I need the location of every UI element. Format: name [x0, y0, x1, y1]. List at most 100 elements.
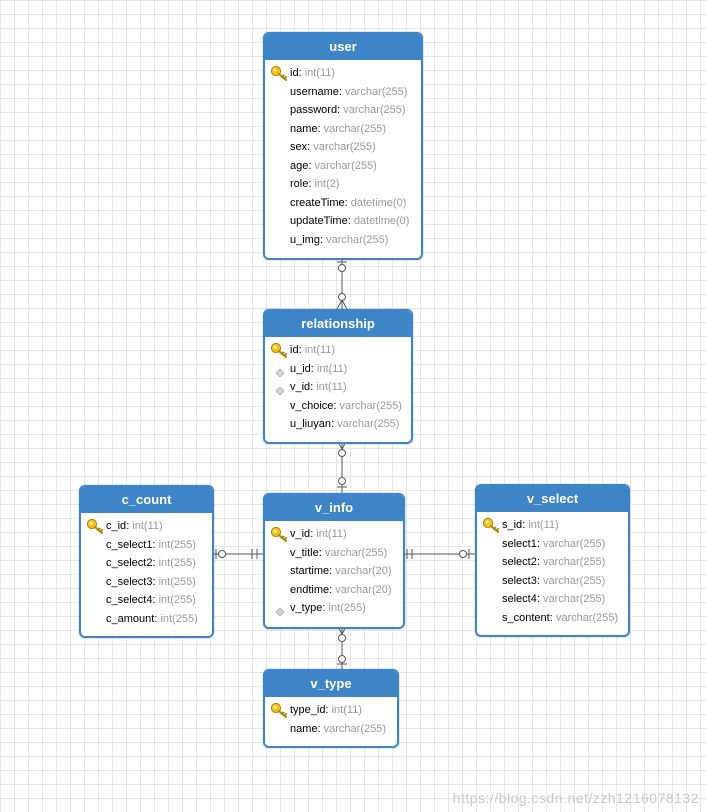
table-v-select[interactable]: v_select s_id: int(11)select1: varchar(2… — [475, 484, 630, 637]
field-row[interactable]: v_type: int(255) — [265, 599, 403, 618]
field-type: varchar(255) — [326, 233, 389, 246]
field-name: c_select4 — [106, 594, 153, 606]
field-colon: : — [329, 565, 336, 577]
field-type: varchar(255) — [345, 85, 408, 98]
field-colon: : — [325, 704, 332, 716]
table-c-count[interactable]: c_count c_id: int(11)c_select1: int(255)… — [79, 485, 214, 638]
field-row[interactable]: c_amount: int(255) — [81, 610, 212, 629]
field-type: int(2) — [314, 178, 340, 190]
field-name: name — [290, 122, 318, 135]
field-row[interactable]: select4: varchar(255) — [477, 590, 628, 609]
field-row[interactable]: name: varchar(255) — [265, 720, 397, 739]
field-type: varchar(20) — [335, 583, 392, 596]
field-type: varchar(255) — [555, 611, 619, 624]
field-colon: : — [322, 602, 329, 614]
field-row[interactable]: id: int(11) — [265, 341, 411, 360]
field-name: endtime — [290, 583, 330, 596]
table-relationship[interactable]: relationship id: int(11)u_id: int(11)v_i… — [263, 309, 413, 444]
field-row[interactable]: updateTime: datetime(0) — [265, 212, 421, 231]
field-colon: : — [126, 520, 133, 532]
primary-key-icon — [482, 517, 500, 533]
field-row[interactable]: id: int(11) — [265, 64, 421, 83]
field-row[interactable]: age: varchar(255) — [265, 157, 421, 176]
field-row[interactable]: u_liuyan: varchar(255) — [265, 415, 411, 434]
field-type: int(255) — [158, 557, 196, 569]
field-row[interactable]: v_choice: varchar(255) — [265, 397, 411, 416]
field-row[interactable]: select3: varchar(255) — [477, 572, 628, 591]
field-colon: : — [344, 196, 351, 209]
field-row[interactable]: role: int(2) — [265, 175, 421, 194]
field-type: varchar(255) — [337, 418, 400, 430]
field-colon: : — [317, 722, 324, 735]
field-colon: : — [549, 611, 556, 624]
field-row[interactable]: createTime: datetime(0) — [265, 194, 421, 213]
field-row[interactable]: sex: varchar(255) — [265, 138, 421, 157]
field-colon: : — [536, 537, 543, 550]
foreign-key-diamond-icon — [275, 365, 285, 378]
field-row[interactable]: name: varchar(255) — [265, 120, 421, 139]
field-row[interactable]: c_select3: int(255) — [81, 573, 212, 592]
field-row[interactable]: username: varchar(255) — [265, 83, 421, 102]
field-row[interactable]: select2: varchar(255) — [477, 553, 628, 572]
field-row[interactable]: v_id: int(11) — [265, 378, 411, 397]
field-row[interactable]: type_id: int(11) — [265, 701, 397, 720]
field-type: varchar(255) — [323, 722, 387, 735]
field-type: int(11) — [528, 519, 559, 531]
primary-key-icon — [270, 65, 288, 81]
field-colon: : — [308, 159, 315, 172]
field-row[interactable]: s_content: varchar(255) — [477, 609, 628, 628]
field-row[interactable]: c_select4: int(255) — [81, 591, 212, 610]
field-type: int(255) — [158, 594, 196, 606]
field-type: int(11) — [304, 67, 336, 79]
field-row[interactable]: u_img: varchar(255) — [265, 231, 421, 250]
field-name: username — [290, 85, 339, 98]
field-type: varchar(20) — [335, 565, 392, 577]
field-type: int(11) — [132, 520, 163, 532]
table-v-info[interactable]: v_info v_id: int(11)v_title: varchar(255… — [263, 493, 405, 629]
field-colon: : — [347, 215, 354, 227]
field-name: c_select2 — [106, 557, 153, 569]
table-user[interactable]: user id: int(11)username: varchar(255)pa… — [263, 32, 423, 260]
field-colon: : — [319, 233, 327, 246]
field-name: password — [290, 104, 338, 116]
field-name: type_id — [290, 704, 326, 716]
primary-key-icon — [86, 518, 104, 534]
field-colon: : — [337, 104, 344, 116]
field-type: varchar(255) — [542, 556, 606, 568]
foreign-key-diamond-icon — [275, 383, 285, 396]
field-colon: : — [152, 575, 159, 588]
field-colon: : — [318, 546, 325, 559]
table-title: v_type — [265, 671, 397, 697]
field-colon: : — [307, 141, 314, 153]
field-type: int(11) — [316, 362, 348, 375]
field-name: id — [290, 67, 299, 79]
field-row[interactable]: c_select1: int(255) — [81, 536, 212, 555]
field-type: varchar(255) — [324, 546, 388, 559]
table-title: v_select — [477, 486, 628, 512]
field-type: varchar(255) — [323, 122, 387, 135]
table-v-type[interactable]: v_type type_id: int(11)name: varchar(255… — [263, 669, 399, 748]
field-row[interactable]: v_title: varchar(255) — [265, 544, 403, 563]
field-name: name — [290, 722, 318, 735]
field-type: int(255) — [158, 538, 196, 551]
field-row[interactable]: endtime: varchar(20) — [265, 581, 403, 600]
field-row[interactable]: u_id: int(11) — [265, 360, 411, 379]
field-row[interactable]: c_select2: int(255) — [81, 554, 212, 573]
field-name: select4 — [502, 593, 537, 605]
field-name: v_id — [290, 528, 311, 540]
field-colon: : — [317, 122, 324, 135]
field-row[interactable]: v_id: int(11) — [265, 525, 403, 544]
field-row[interactable]: select1: varchar(255) — [477, 535, 628, 554]
field-row[interactable]: password: varchar(255) — [265, 101, 421, 120]
field-name: v_id — [290, 381, 311, 393]
field-row[interactable]: startime: varchar(20) — [265, 562, 403, 581]
field-row[interactable]: c_id: int(11) — [81, 517, 212, 536]
field-name: c_select3 — [106, 575, 153, 588]
field-name: u_id — [290, 362, 311, 375]
table-title: user — [265, 34, 421, 60]
field-name: select1 — [502, 537, 537, 550]
field-colon: : — [308, 178, 315, 190]
field-row[interactable]: s_id: int(11) — [477, 516, 628, 535]
field-type: int(255) — [158, 575, 196, 588]
